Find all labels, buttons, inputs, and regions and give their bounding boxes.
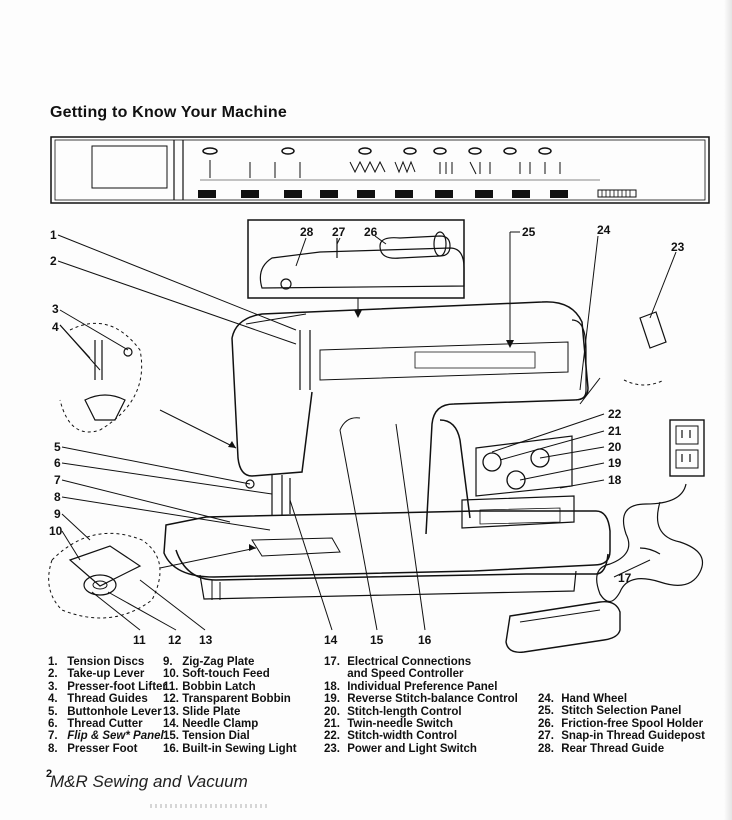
- callout-17: 17: [618, 571, 632, 585]
- callout-6: 6: [54, 456, 61, 470]
- legend-item: 12. Transparent Bobbin: [163, 693, 291, 706]
- legend-col-1: 1. Tension Discs 2. Take-up Lever 3. Pre…: [48, 656, 167, 755]
- legend-item: 5. Buttonhole Lever: [48, 705, 162, 718]
- thread-guide-inset: [59, 322, 143, 433]
- legend-item: 2. Take-up Lever: [48, 668, 145, 681]
- legend-item: 26. Friction-free Spool Holder: [538, 717, 704, 730]
- legend-item: 1. Tension Discs: [48, 656, 145, 668]
- legend-item: 18. Individual Preference Panel: [324, 680, 498, 693]
- arrow-heads: [228, 310, 514, 551]
- page-title: Getting to Know Your Machine: [50, 104, 288, 121]
- legend-item: 22. Stitch-width Control: [324, 730, 458, 743]
- legend-item: 23. Power and Light Switch: [324, 742, 477, 755]
- legend-col-2: 9. Zig-Zag Plate 10. Soft-touch Feed 11.…: [163, 656, 297, 755]
- callout-7: 7: [54, 473, 61, 487]
- callout-1: 1: [50, 228, 57, 242]
- machine-illustration: 1 2 3 4 5 6 7 8 9 10 11 12 13 14 15 16 1…: [48, 136, 710, 653]
- callout-23: 23: [671, 240, 685, 254]
- legend-item: 25. Stitch Selection Panel: [538, 705, 682, 718]
- legend-item: 17. Electrical Connections: [324, 656, 472, 668]
- callout-14: 14: [324, 633, 338, 647]
- machine-body: [163, 301, 611, 600]
- foot-controller: [505, 483, 704, 653]
- legend-item: 27. Snap-in Thread Guidepost: [538, 730, 705, 743]
- callout-27: 27: [332, 225, 346, 239]
- legend-item: 3. Presser-foot Lifter: [48, 680, 167, 693]
- legend-item: 28. Rear Thread Guide: [538, 742, 665, 755]
- callout-3: 3: [52, 302, 59, 316]
- legend-item: 13. Slide Plate: [163, 705, 241, 718]
- scan-smudge: [150, 804, 270, 808]
- callout-18: 18: [608, 473, 622, 487]
- stitch-buttons: [198, 190, 568, 198]
- legend-item: and Speed Controller: [347, 668, 464, 681]
- legend-item: 10. Soft-touch Feed: [163, 668, 270, 681]
- legend-item: 6. Thread Cutter: [48, 718, 143, 731]
- wall-outlet: [669, 419, 705, 477]
- legend-item: 16. Built-in Sewing Light: [163, 742, 297, 755]
- callout-16: 16: [418, 633, 432, 647]
- footer-brand: M&R Sewing and Vacuum: [50, 772, 248, 791]
- stitch-panel-strip: [50, 136, 710, 204]
- bobbin-inset: [48, 532, 161, 619]
- callout-19: 19: [608, 456, 622, 470]
- callout-11: 11: [133, 633, 146, 647]
- callout-8: 8: [54, 490, 61, 504]
- callout-10: 10: [49, 524, 63, 538]
- callout-9: 9: [54, 507, 61, 521]
- callout-numbers: 1 2 3 4 5 6 7 8 9 10 11 12 13 14 15 16 1…: [49, 223, 685, 647]
- callout-24: 24: [597, 223, 611, 237]
- callout-2: 2: [50, 254, 57, 268]
- legend-item: 24. Hand Wheel: [538, 693, 628, 705]
- callout-21: 21: [608, 424, 622, 438]
- callout-13: 13: [199, 633, 213, 647]
- spool-inset: [247, 219, 465, 312]
- legend-item: 20. Stitch-length Control: [324, 705, 462, 718]
- legend-item: 8. Presser Foot: [48, 742, 138, 755]
- callout-5: 5: [54, 440, 61, 454]
- legend-item: 14. Needle Clamp: [163, 718, 259, 731]
- legend-item: 9. Zig-Zag Plate: [163, 656, 255, 668]
- callout-4: 4: [52, 320, 59, 334]
- legend-item: 4. Thread Guides: [48, 693, 148, 706]
- page-edge-shadow: [724, 0, 732, 820]
- legend-item: 19. Reverse Stitch-balance Control: [324, 693, 518, 706]
- legend-item: 15. Tension Dial: [163, 730, 250, 743]
- legend-col-3: 17. Electrical Connections and Speed Con…: [324, 656, 518, 755]
- power-switch: [623, 311, 667, 386]
- legend-col-4: 24. Hand Wheel 25. Stitch Selection Pane…: [538, 693, 705, 755]
- legend-item: 7. Flip & Sew* Panel: [48, 730, 164, 743]
- callout-15: 15: [370, 633, 384, 647]
- legend-item: 21. Twin-needle Switch: [324, 718, 454, 731]
- page-number: 2: [46, 768, 53, 780]
- callout-28: 28: [300, 225, 314, 239]
- callout-20: 20: [608, 440, 622, 454]
- leader-lines: [57, 231, 677, 631]
- callout-12: 12: [168, 633, 182, 647]
- legend-item: 11. Bobbin Latch: [163, 680, 256, 693]
- callout-25: 25: [522, 225, 536, 239]
- callout-22: 22: [608, 407, 622, 421]
- callout-26: 26: [364, 225, 378, 239]
